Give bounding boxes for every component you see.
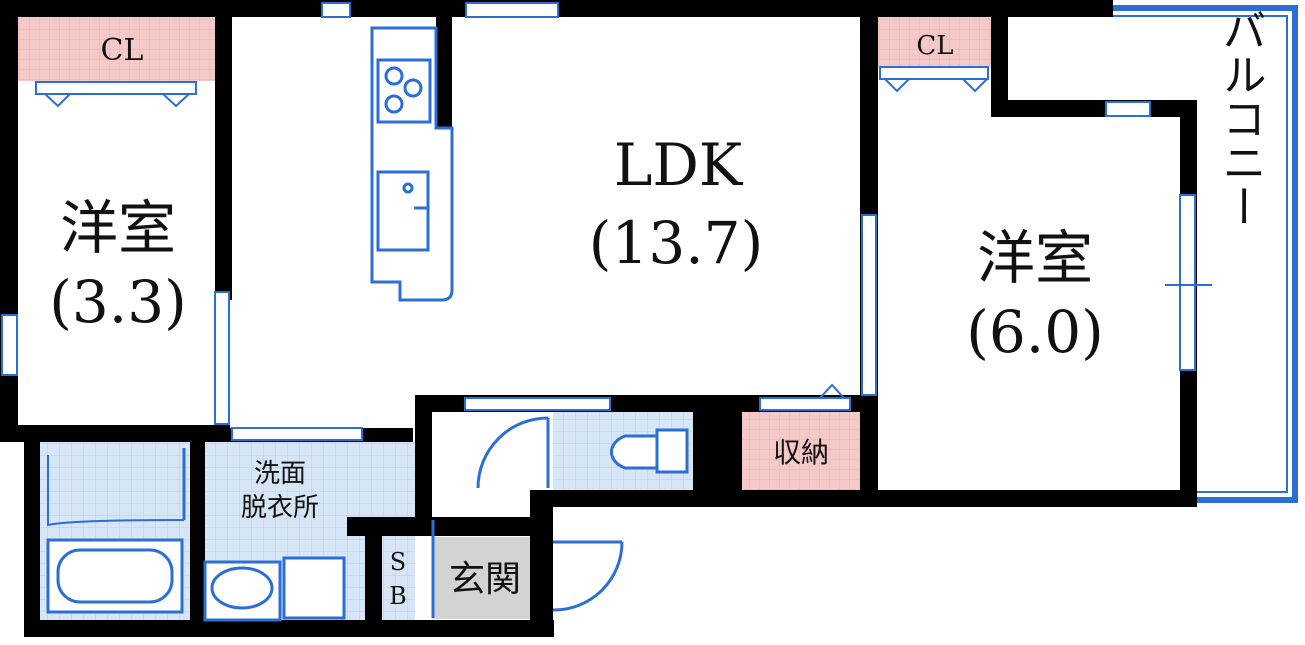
toilet: [609, 428, 689, 474]
closet-east-label: CL: [916, 31, 953, 61]
closet-west-label: CL: [101, 33, 144, 68]
east-room-name: 洋室: [977, 224, 1093, 292]
closet-east-floor: [878, 17, 991, 67]
balcony-outline: [1113, 5, 1298, 503]
bathtub: [46, 538, 184, 614]
entrance-label: 玄関: [449, 559, 521, 600]
balcony-label: バルコニー: [1215, 8, 1266, 228]
balcony-inner-line: [1113, 15, 1288, 493]
west-room-name: 洋室: [60, 194, 176, 262]
swing-doors: [182, 416, 624, 618]
kitchen-counter: [370, 26, 454, 302]
storage-label: 収納: [773, 436, 829, 469]
ldk-name: LDK: [614, 131, 744, 199]
sliding-doors: [35, 66, 989, 441]
closet-door-marks: [44, 78, 988, 399]
west-room-size: (3.3): [49, 268, 187, 336]
washing-machine-pan: [282, 556, 346, 620]
entrance-floor: [432, 537, 530, 619]
east-room-size: (6.0): [966, 298, 1104, 366]
washroom-label-line2: 脱衣所: [241, 493, 319, 523]
bath-fixture: [47, 455, 185, 527]
washroom-label-line1: 洗面: [254, 459, 306, 489]
shoe-box-label-line1: S: [390, 548, 406, 576]
ldk-size: (13.7): [589, 209, 763, 277]
closet-west-floor: [18, 17, 215, 81]
shoe-box-label-line2: B: [389, 582, 407, 610]
storage-floor: [742, 412, 860, 490]
windows: [1, 2, 1196, 376]
washbasin: [203, 560, 282, 622]
